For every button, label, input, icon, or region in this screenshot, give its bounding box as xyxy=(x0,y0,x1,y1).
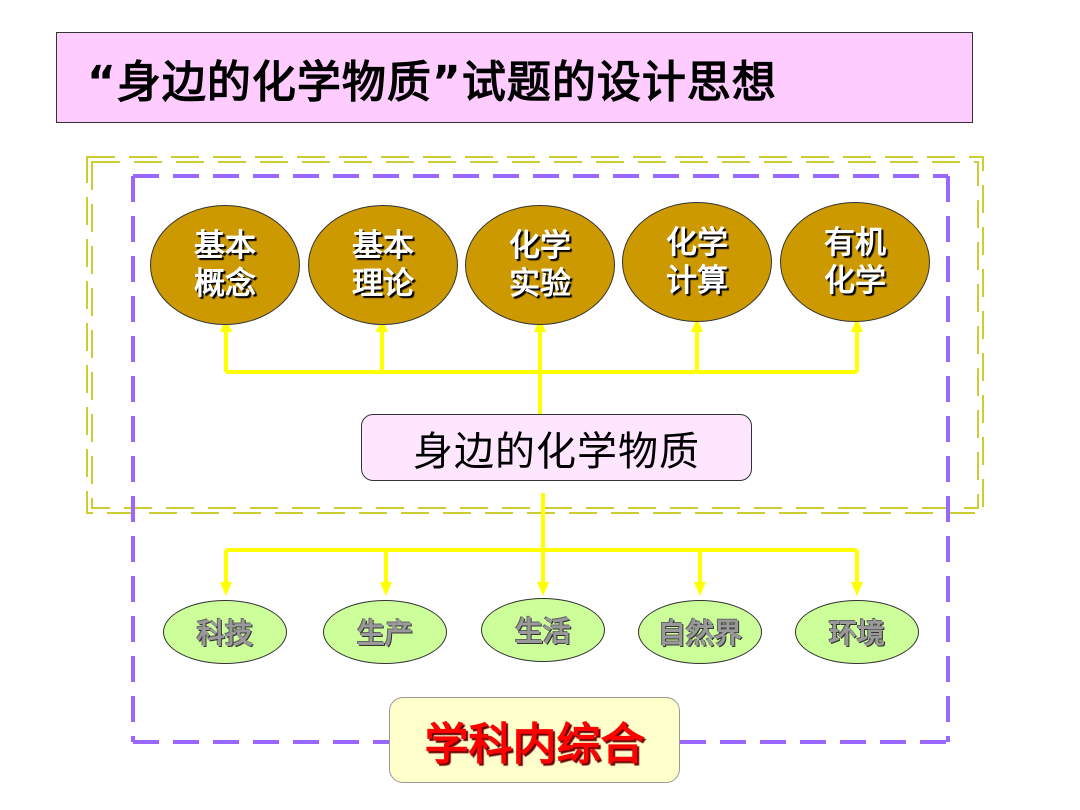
topic-label-line2: 理论 xyxy=(352,266,414,302)
topic-label-line1: 基本 xyxy=(352,228,414,264)
context-oval-technology: 科技 xyxy=(163,600,287,664)
inner-dashed-frame xyxy=(86,156,984,514)
bottom-connectors xyxy=(224,493,859,586)
page-title: “身边的化学物质”试题的设计思想 xyxy=(56,32,973,123)
topic-oval-chemistry-calculation: 化学计算 xyxy=(622,202,772,322)
topic-label-line2: 实验 xyxy=(509,266,571,302)
topic-label-line1: 基本 xyxy=(194,228,256,264)
topic-oval-basic-concepts: 基本概念 xyxy=(150,205,300,325)
topic-oval-chemistry-experiment: 化学实验 xyxy=(465,205,615,325)
topic-label-line2: 化学 xyxy=(824,263,886,299)
outer-dashed-frame xyxy=(131,174,950,744)
bottom-arrowheads xyxy=(220,582,863,596)
topic-label-line1: 有机 xyxy=(824,225,886,261)
topic-oval-basic-theory: 基本理论 xyxy=(308,205,458,325)
context-oval-environment: 环境 xyxy=(795,600,919,664)
topic-label-line1: 化学 xyxy=(666,225,728,261)
integration-label-box: 学科内综合 xyxy=(389,697,680,783)
topic-label-line1: 化学 xyxy=(509,228,571,264)
topic-oval-organic-chemistry: 有机化学 xyxy=(780,202,930,322)
context-oval-life: 生活 xyxy=(481,598,605,662)
context-oval-nature: 自然界 xyxy=(638,600,762,664)
context-oval-production: 生产 xyxy=(323,600,447,664)
center-topic-box: 身边的化学物质 xyxy=(361,414,752,481)
topic-label-line2: 概念 xyxy=(194,266,256,302)
top-arrowheads xyxy=(220,318,863,332)
top-connectors xyxy=(224,328,859,414)
topic-label-line2: 计算 xyxy=(666,263,728,299)
